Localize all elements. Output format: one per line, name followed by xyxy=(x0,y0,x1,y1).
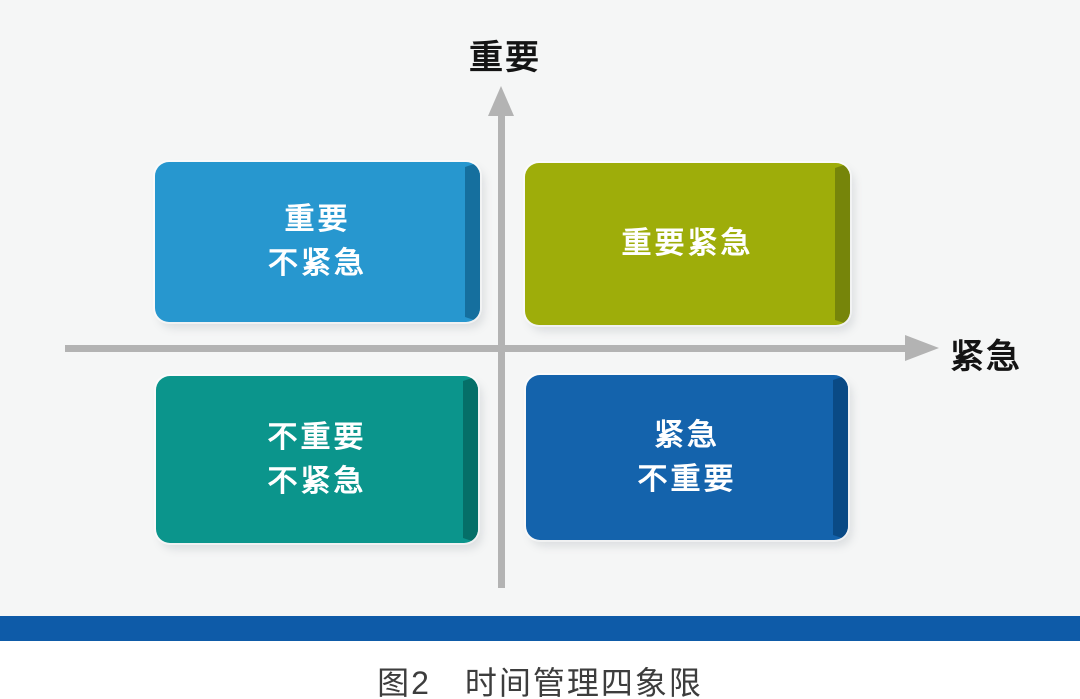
quadrant-urgent-not-important: 紧急 不重要 xyxy=(526,375,848,540)
quadrant-label-line: 重要紧急 xyxy=(621,227,754,260)
quadrant-not-important-not-urgent: 不重要 不紧急 xyxy=(156,376,478,543)
quadrant-label-line: 不紧急 xyxy=(267,464,367,498)
divider-bar xyxy=(0,616,1080,641)
arrow-right-icon xyxy=(905,335,939,361)
x-axis-line xyxy=(65,345,908,352)
quadrant-3d-edge xyxy=(463,376,478,543)
quadrant-label-line: 重要 xyxy=(284,203,351,236)
figure-caption: 图2 时间管理四象限 xyxy=(377,665,703,699)
arrow-up-icon xyxy=(488,86,514,116)
quadrant-3d-edge xyxy=(835,163,850,325)
y-axis-label: 重要 xyxy=(469,39,541,77)
quadrant-3d-edge xyxy=(833,375,848,540)
quadrant-3d-edge xyxy=(465,162,480,322)
quadrant-label-line: 紧急 xyxy=(654,418,720,452)
quadrant-label-line: 不重要 xyxy=(637,462,737,496)
quadrant-important-not-urgent: 重要 不紧急 xyxy=(155,162,480,322)
quadrant-label-line: 不重要 xyxy=(267,420,367,454)
quadrant-label-line: 不紧急 xyxy=(268,247,367,280)
x-axis-label: 紧急 xyxy=(950,338,1022,376)
quadrant-important-urgent: 重要紧急 xyxy=(525,163,850,325)
